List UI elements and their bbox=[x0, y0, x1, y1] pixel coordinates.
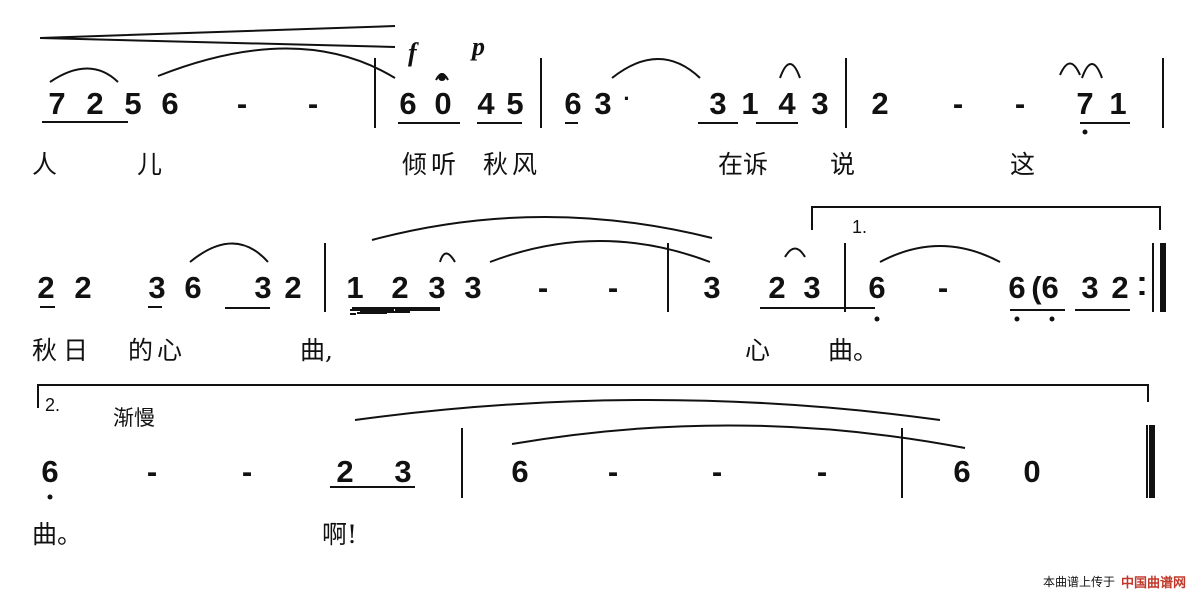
dash: - bbox=[607, 270, 619, 305]
note: 0 bbox=[434, 86, 452, 121]
lyric: 曲。 bbox=[828, 336, 879, 365]
note: 6 bbox=[399, 86, 417, 121]
volta-1-label: 1. bbox=[852, 217, 868, 237]
note: 5 bbox=[124, 86, 142, 121]
note: 7 bbox=[1076, 86, 1094, 121]
note: 2 bbox=[1111, 270, 1129, 305]
slur bbox=[879, 245, 1001, 263]
note: 3 bbox=[148, 270, 166, 305]
slur bbox=[157, 47, 396, 79]
final-bar bbox=[1149, 243, 1166, 498]
lyric: 心 bbox=[745, 336, 771, 365]
lyric: 儿 bbox=[137, 150, 163, 179]
note: 3 bbox=[811, 86, 829, 121]
slur bbox=[354, 399, 941, 421]
dash: - bbox=[816, 454, 828, 489]
note: 2 bbox=[336, 454, 354, 489]
dash: - bbox=[607, 454, 619, 489]
slur bbox=[611, 58, 701, 79]
slur bbox=[511, 424, 966, 449]
volta-2-label: 2. bbox=[45, 395, 61, 415]
slur bbox=[1081, 63, 1103, 79]
note: 2 bbox=[74, 270, 92, 305]
note: 5 bbox=[506, 86, 524, 121]
crescendo-hairpin bbox=[39, 25, 396, 48]
credit-text: 本曲谱上传于 bbox=[1042, 575, 1115, 589]
lyric: 秋风 bbox=[483, 150, 542, 179]
note: 6 bbox=[161, 86, 179, 121]
note: 3 bbox=[428, 270, 446, 305]
note: 6 bbox=[41, 454, 59, 489]
note: 6 bbox=[868, 270, 886, 305]
note: 2 bbox=[37, 270, 55, 305]
note: 3 bbox=[709, 86, 727, 121]
note: 3 bbox=[394, 454, 412, 489]
dash: - bbox=[307, 86, 319, 121]
dash: - bbox=[236, 86, 248, 121]
dot: · bbox=[623, 86, 631, 111]
volta-1-bracket bbox=[811, 206, 1161, 230]
note: 2 bbox=[86, 86, 104, 121]
slur bbox=[371, 216, 713, 241]
note: 1 bbox=[741, 86, 759, 121]
note: 4 bbox=[778, 86, 796, 121]
dynamic-forte: f bbox=[408, 38, 417, 67]
note: 3 bbox=[803, 270, 821, 305]
slur bbox=[489, 240, 711, 263]
slur bbox=[779, 63, 801, 79]
note: (6 bbox=[1031, 270, 1059, 305]
upload-credit: 本曲谱上传于 中国曲谱网 bbox=[1043, 572, 1186, 591]
slur bbox=[784, 247, 806, 258]
lyric: 说 bbox=[830, 150, 856, 179]
lyric: 这 bbox=[1010, 150, 1036, 179]
note: 4 bbox=[477, 86, 495, 121]
volta-2-bracket bbox=[37, 384, 1149, 408]
note: 6 bbox=[953, 454, 971, 489]
note: 6 bbox=[1008, 270, 1026, 305]
octave-dots bbox=[47, 129, 1088, 500]
tempo-marking: 渐慢 bbox=[113, 406, 155, 430]
dash: - bbox=[952, 86, 964, 121]
lyric: 曲, bbox=[300, 336, 333, 365]
lyric: 啊! bbox=[322, 520, 358, 549]
note: 0 bbox=[1023, 454, 1041, 489]
slur bbox=[439, 252, 456, 263]
dash: - bbox=[1014, 86, 1026, 121]
dash: - bbox=[537, 270, 549, 305]
note: 6 bbox=[184, 270, 202, 305]
note: 3 bbox=[254, 270, 272, 305]
lyric: 人 bbox=[32, 150, 58, 179]
note: 2 bbox=[871, 86, 889, 121]
note: 3 bbox=[464, 270, 482, 305]
dash: - bbox=[146, 454, 158, 489]
lyric: 在诉 bbox=[718, 150, 769, 179]
note: 2 bbox=[768, 270, 786, 305]
slur bbox=[1059, 62, 1081, 76]
dynamic-piano: p bbox=[472, 32, 485, 61]
slur bbox=[49, 67, 119, 83]
dash: - bbox=[937, 270, 949, 305]
note: 7 bbox=[48, 86, 66, 121]
lyric: 秋日 bbox=[32, 336, 95, 365]
slur bbox=[189, 242, 269, 263]
dash: - bbox=[711, 454, 723, 489]
note: 2 bbox=[284, 270, 302, 305]
note: 3 bbox=[703, 270, 721, 305]
note: 6 bbox=[511, 454, 529, 489]
note: 3 bbox=[1081, 270, 1099, 305]
note: 3 bbox=[594, 86, 612, 121]
lyric: 曲。 bbox=[32, 520, 83, 549]
lyric: 倾听 bbox=[402, 150, 461, 179]
note: 1 bbox=[346, 270, 364, 305]
site-logo[interactable]: 中国曲谱网 bbox=[1120, 575, 1186, 590]
bar-lines bbox=[324, 58, 1164, 498]
note: 2 bbox=[391, 270, 409, 305]
underlines bbox=[40, 121, 1130, 488]
note: 6 bbox=[564, 86, 582, 121]
dash: - bbox=[241, 454, 253, 489]
note: 1 bbox=[1109, 86, 1127, 121]
lyric: 的心 bbox=[128, 336, 187, 365]
